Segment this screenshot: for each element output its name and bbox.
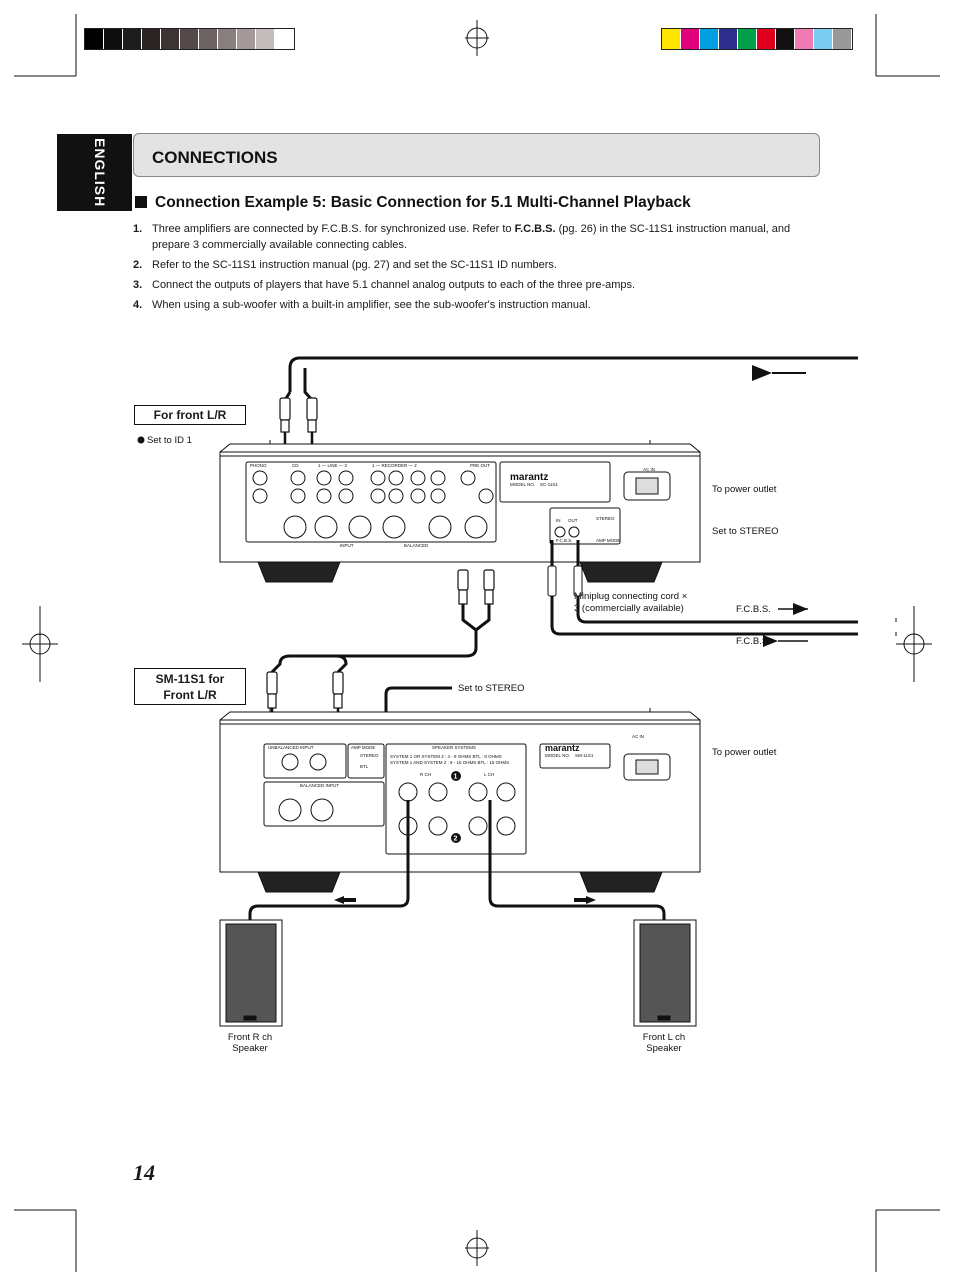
step-bold-text: F.C.B.S. (514, 223, 556, 235)
preout-cable (457, 569, 495, 605)
preamp-cd-label: CD (292, 463, 299, 468)
bullet-square-icon (135, 196, 147, 208)
fcbs-out-label: F.C.B.S. (736, 604, 771, 615)
preamp-phono-label: PHONO (250, 463, 267, 468)
set-to-stereo-note-2: Set to STEREO (458, 683, 525, 694)
to-power-outlet-note-2: To power outlet (712, 747, 777, 758)
preamp-model-label: MODEL NO. (510, 482, 535, 487)
preamp-preout-label: PRE OUT (470, 463, 490, 468)
step-text: Connect the outputs of players that have… (152, 279, 636, 291)
amp-btl-label: BTL (360, 764, 369, 769)
instruction-steps: 1. Three amplifiers are connected by F.C… (133, 221, 828, 317)
color-registration-bar (661, 28, 853, 50)
step-number: 2. (133, 259, 143, 271)
step-text: Three amplifiers are connected by F.C.B.… (152, 223, 515, 235)
preamp-in-label: IN (556, 518, 561, 523)
language-tab: ENGLISH (57, 134, 132, 211)
left-arrow-icon (334, 896, 356, 904)
amp-speaker-systems-label: SPEAKER SYSTEMS (432, 745, 476, 750)
amp-stereo-label: STEREO (360, 753, 379, 758)
miniplug-note-line1: Miniplug connecting cord × (574, 591, 688, 602)
preamp-jacks (252, 470, 580, 539)
power-amp-unit (219, 708, 701, 893)
set-id-note: Set to ID 1 (147, 435, 192, 446)
page-title: CONNECTIONS (152, 148, 278, 167)
set-to-stereo-note: Set to STEREO (712, 526, 779, 537)
label-sm-front-lr: SM-11S1 for Front L/R (134, 668, 246, 705)
step-text: Refer to the SC-11S1 instruction manual … (152, 259, 557, 271)
to-power-outlet-note: To power outlet (712, 484, 777, 495)
speaker-l-caption-line2: Speaker (646, 1043, 682, 1054)
amp-balanced-label: BALANCED INPUT (300, 783, 339, 788)
preamp-recorder-label: 1 — RECORDER — 2 (372, 463, 417, 468)
step-number: 3. (133, 279, 143, 291)
label-front-lr-text: For front L/R (153, 408, 227, 422)
speaker-r-caption-line2: Speaker (232, 1043, 268, 1054)
preamp-stereo-label: STEREO (596, 516, 615, 521)
speaker-front-r (219, 919, 283, 1027)
label-front-lr: For front L/R (134, 405, 246, 425)
system-1-badge: 1 (454, 774, 458, 781)
language-tab-label: ENGLISH (92, 138, 108, 208)
preamp-unit (219, 440, 701, 583)
bullet-dot-icon (137, 436, 145, 444)
fcbs-in-label: F.C.B.S. (736, 636, 771, 647)
preamp-model-value: SC-11S1 (540, 482, 558, 487)
step-item: 3. Connect the outputs of players that h… (133, 277, 828, 293)
step-item: 1. Three amplifiers are connected by F.C… (133, 221, 828, 253)
step-text-continued: (pg. 26) in the SC-11S1 instruction manu… (152, 223, 791, 251)
amp-unbalanced-label: UNBALANCED INPUT (268, 745, 314, 750)
preamp-fcbs-label: F.C.B.S. (556, 538, 573, 543)
system-2-badge: 2 (454, 836, 458, 843)
preamp-ampmode-label: AMP MODE (596, 538, 620, 543)
input-cable (283, 356, 858, 412)
step-text: When using a sub-woofer with a built-in … (152, 299, 591, 311)
label-sm-line2: Front L/R (163, 688, 217, 702)
speaker-l-caption-line1: Front L ch (642, 1032, 686, 1043)
label-sm-line1: SM-11S1 for (155, 672, 225, 686)
amp-rch-label: R CH (420, 772, 431, 777)
amp-acin-label: AC IN (632, 734, 644, 739)
amp-model-value: SM-11S1 (575, 753, 594, 758)
amp-brand-logo: marantz (545, 743, 580, 753)
preamp-balanced-label: BALANCED (404, 543, 429, 548)
preamp-brand-logo: marantz (510, 472, 548, 483)
step-item: 2. Refer to the SC-11S1 instruction manu… (133, 257, 828, 273)
section-header-bar: CONNECTIONS (133, 133, 820, 177)
preamp-line-label: 1 — LINE — 2 (318, 463, 348, 468)
amp-systems-line2: SYSTEM 1 AND SYSTEM 2 : 8 - 16 OHMS BTL … (390, 760, 509, 765)
preamp-input-label: INPUT (340, 543, 354, 548)
preamp-acin-label: AC IN (643, 467, 655, 472)
right-arrow-icon (574, 896, 596, 904)
step-item: 4. When using a sub-woofer with a built-… (133, 297, 828, 313)
speaker-r-caption: Front R ch Speaker (224, 1032, 276, 1054)
amp-ampmode-label: AMP MODE (351, 745, 375, 750)
grayscale-registration-bar (84, 28, 295, 50)
power-amp-terminals (278, 753, 516, 836)
step-number: 1. (133, 223, 143, 235)
step-number: 4. (133, 299, 143, 311)
amp-lch-label: L CH (484, 772, 494, 777)
speaker-front-l (633, 919, 697, 1027)
page-number: 14 (133, 1160, 155, 1185)
amp-model-label: MODEL NO. (545, 753, 570, 758)
section-heading-text: Connection Example 5: Basic Connection f… (155, 194, 691, 211)
miniplug-note-line2: 3 (commercially available) (574, 603, 684, 614)
speaker-r-caption-line1: Front R ch (227, 1032, 273, 1043)
amp-systems-line1: SYSTEM 1 OR SYSTEM 2 : 4 - 8 OHMS BTL : … (390, 754, 502, 759)
speaker-l-caption: Front L ch Speaker (638, 1032, 690, 1054)
section-heading: Connection Example 5: Basic Connection f… (135, 194, 691, 212)
preamp-out-label: OUT (568, 518, 578, 523)
